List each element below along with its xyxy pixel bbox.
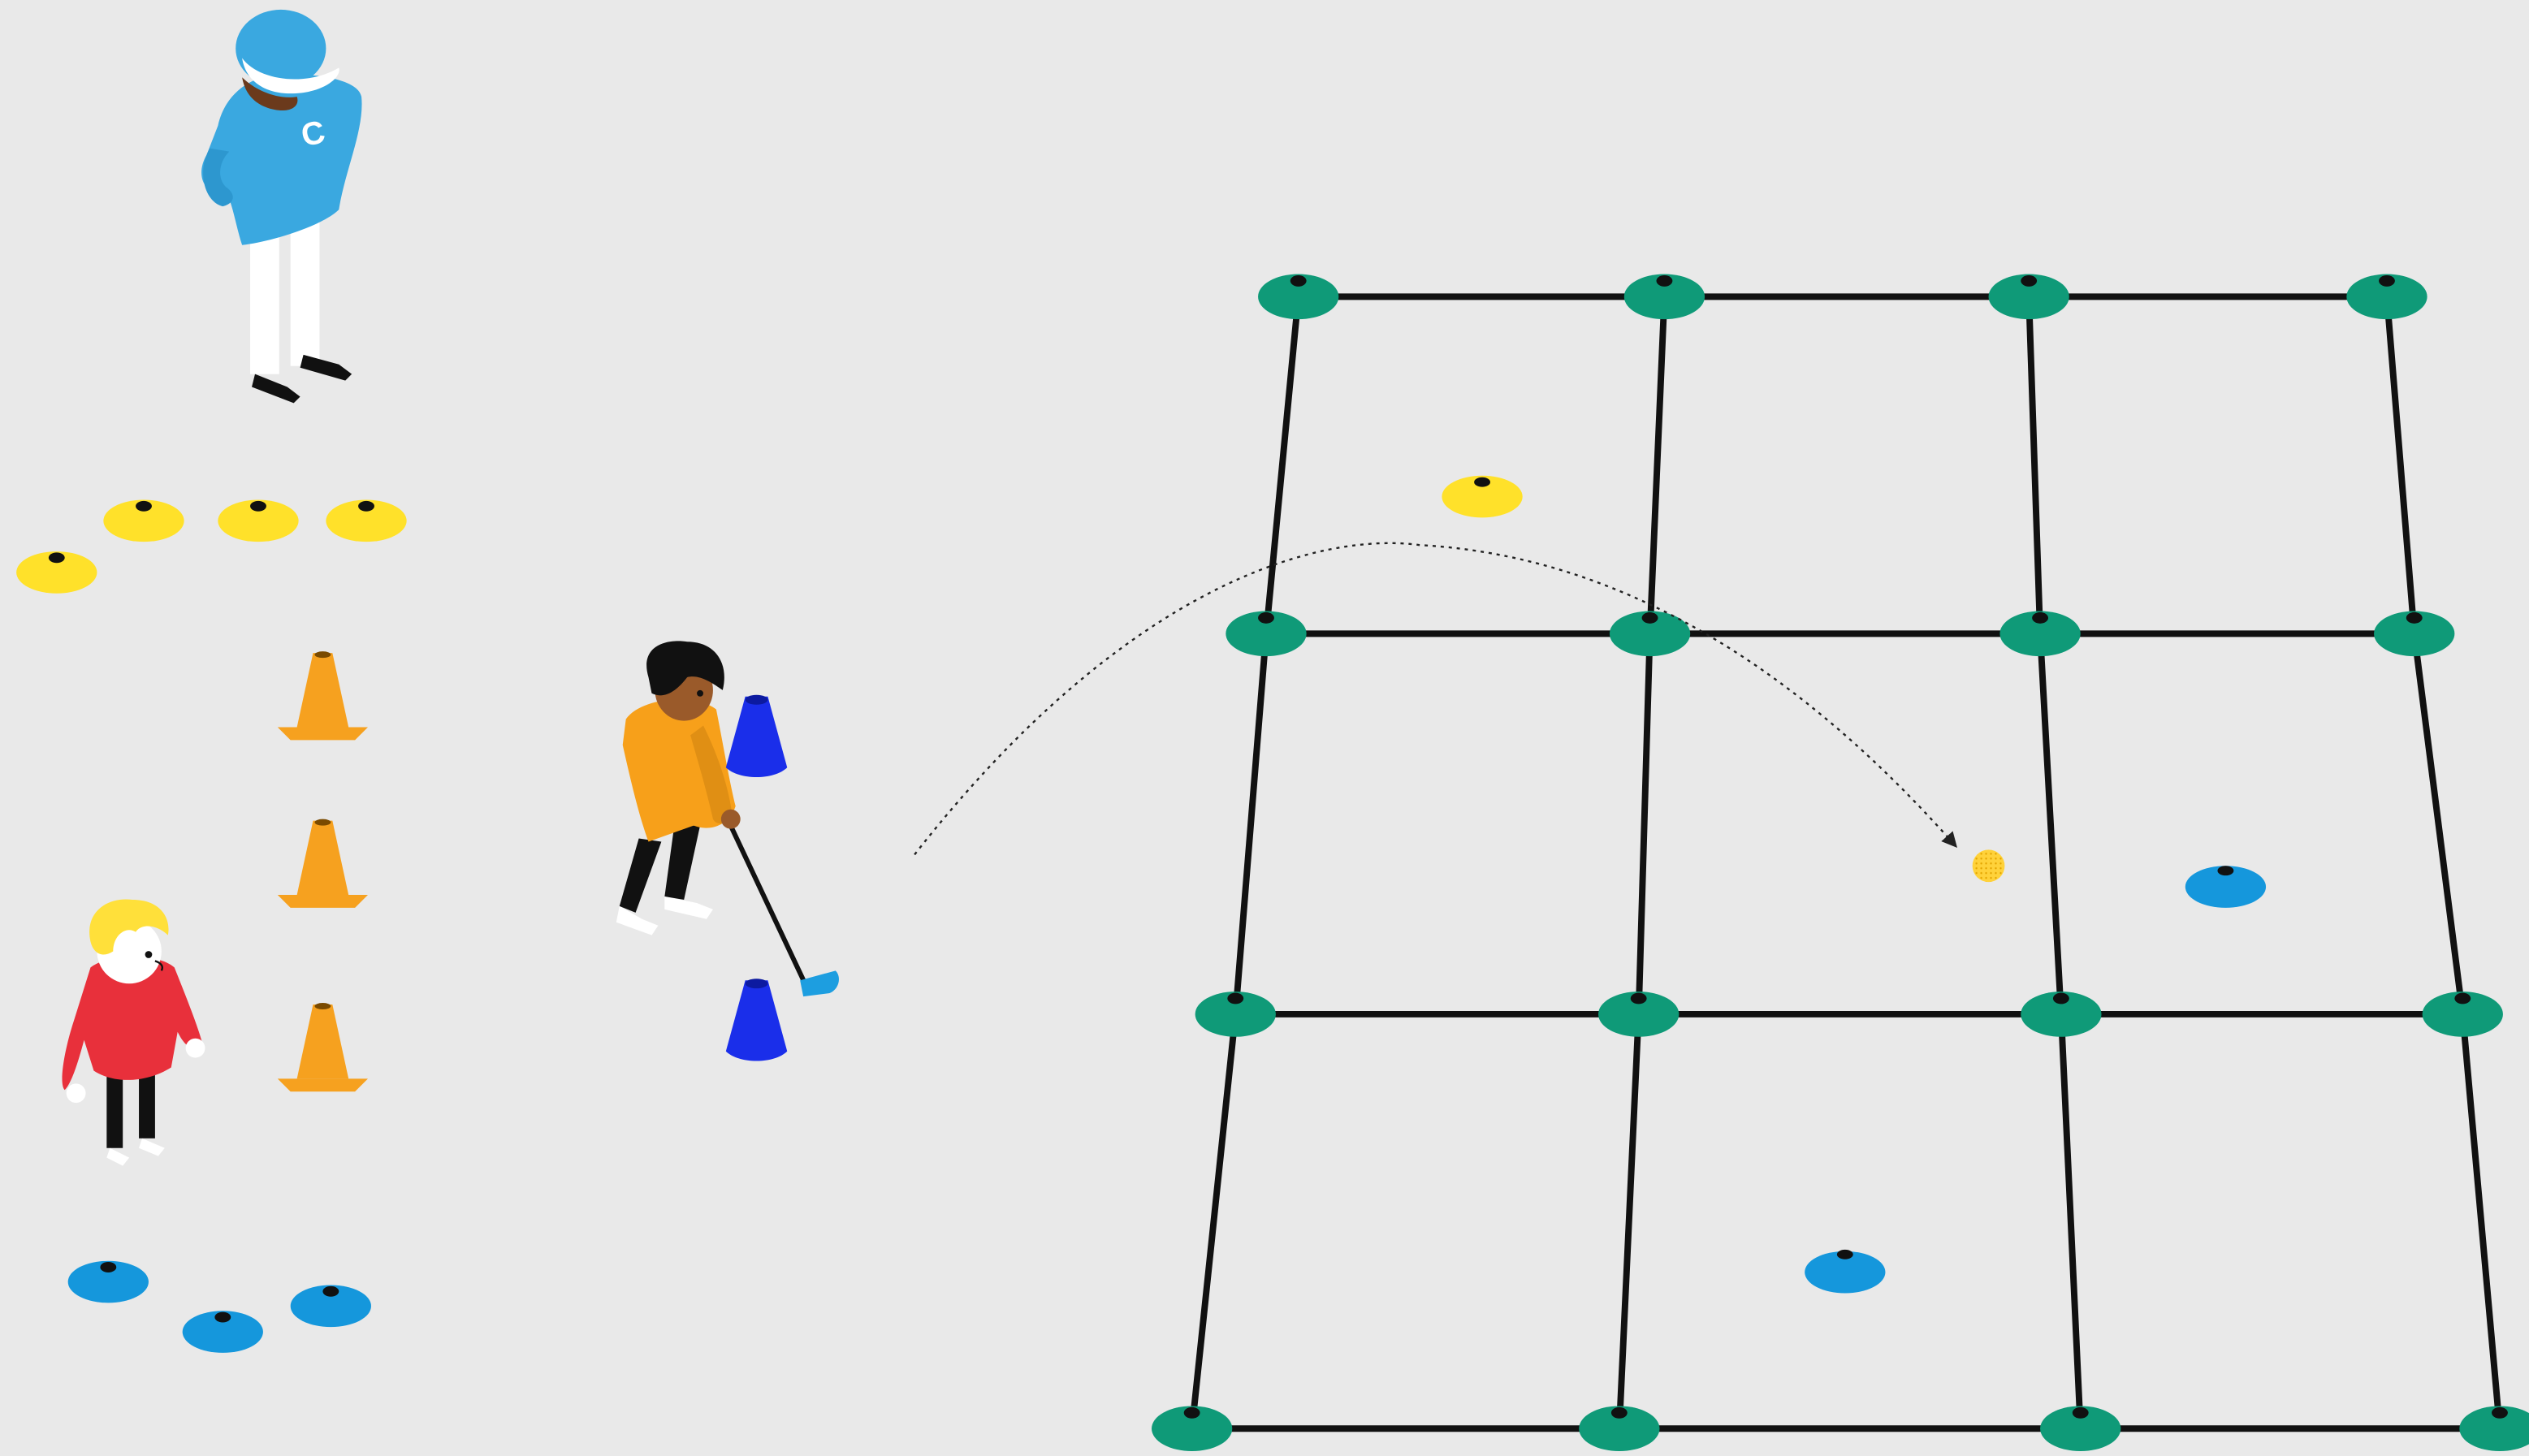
yellow-marker	[103, 500, 184, 542]
blue-marker-group	[68, 1261, 371, 1353]
grid-cone	[1226, 611, 1306, 657]
grid-cone	[1598, 992, 1679, 1037]
ball-icon	[1973, 849, 2005, 882]
grid-line	[2387, 296, 2500, 1428]
grid-line	[1619, 296, 1665, 1428]
blue-marker	[2185, 866, 2266, 908]
child-figure	[63, 899, 205, 1165]
grid-cone	[2374, 611, 2454, 657]
cone-icon	[726, 979, 787, 1061]
grid-cone	[1624, 274, 1705, 320]
coach-figure: C	[201, 10, 361, 403]
blue-marker	[68, 1261, 149, 1303]
grid-cone	[2021, 992, 2101, 1037]
grid-cone	[1152, 1406, 1232, 1451]
grid-cone	[1999, 611, 2080, 657]
grid-line	[2029, 296, 2081, 1428]
grid-cone	[2346, 274, 2427, 320]
yellow-marker	[1442, 476, 1522, 518]
blue-marker	[183, 1311, 263, 1353]
orange-cone-group	[278, 651, 368, 1091]
player-figure	[616, 641, 839, 996]
blue-marker	[291, 1285, 371, 1328]
grid-cone	[2423, 992, 2503, 1037]
yellow-marker	[326, 500, 406, 542]
grid-cone	[1989, 274, 2069, 320]
grid-cone	[2459, 1406, 2529, 1451]
grid-cone	[1258, 274, 1338, 320]
grid-cone	[1610, 611, 1690, 657]
cone-icon	[278, 651, 368, 740]
cone-icon	[726, 695, 787, 777]
blue-marker	[1805, 1250, 1885, 1294]
grid-cone	[1195, 992, 1276, 1037]
grid-line	[1192, 296, 1299, 1428]
yellow-marker	[218, 500, 298, 542]
cone-icon	[278, 1003, 368, 1091]
yellow-marker	[16, 551, 97, 594]
grid-cone	[2040, 1406, 2120, 1451]
grid-cone	[1579, 1406, 1659, 1451]
yellow-marker-group	[16, 500, 407, 594]
ball-trajectory	[914, 543, 1955, 855]
cone-icon	[278, 819, 368, 908]
